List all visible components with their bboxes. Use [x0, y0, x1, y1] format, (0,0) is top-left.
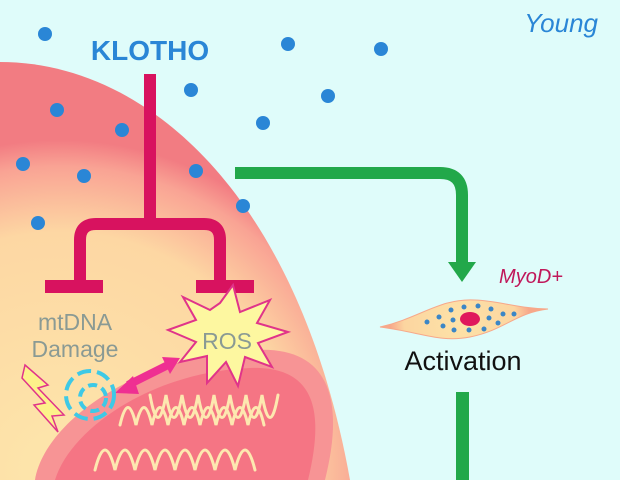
klotho-particles	[16, 27, 388, 230]
arrow-head-icon	[448, 262, 476, 282]
arrow-head-icon	[162, 357, 180, 374]
klotho-particle	[31, 216, 45, 230]
klotho-particle	[115, 123, 129, 137]
mitochondrion-cristae	[93, 393, 280, 472]
ros-mtdna-double-arrow	[115, 357, 180, 394]
young-label: Young	[524, 8, 598, 38]
mtdna-label-line1: mtDNA	[38, 309, 113, 335]
klotho-particle	[77, 169, 91, 183]
inhibition-bar-mtdna	[45, 280, 103, 293]
klotho-particle	[189, 164, 203, 178]
klotho-label: KLOTHO	[91, 35, 209, 66]
klotho-particle	[281, 37, 295, 51]
klotho-particle	[256, 116, 270, 130]
klotho-particle	[236, 199, 250, 213]
inhibition-bar-ros	[196, 280, 254, 293]
downstream-arrow-shaft	[456, 392, 469, 480]
ros-label: ROS	[202, 328, 252, 354]
klotho-inhibition	[74, 74, 226, 290]
klotho-particle	[38, 27, 52, 41]
mitochondrion	[35, 349, 334, 480]
klotho-particle	[321, 89, 335, 103]
activation-label: Activation	[404, 346, 521, 376]
mtdna-label-line2: Damage	[32, 336, 119, 362]
myod-label: MyoD+	[499, 266, 563, 288]
klotho-particle	[374, 42, 388, 56]
lightning-bolt-icon	[21, 363, 66, 433]
klotho-particle	[50, 103, 64, 117]
ros-starburst-icon	[165, 282, 292, 389]
nucleus	[460, 312, 480, 326]
klotho-particle	[184, 83, 198, 97]
activation-arrow	[235, 167, 476, 282]
arrow-head-icon	[115, 376, 139, 394]
satellite-cell-icon	[379, 299, 549, 340]
mtdna-icon	[64, 369, 116, 421]
klotho-particle	[16, 157, 30, 171]
